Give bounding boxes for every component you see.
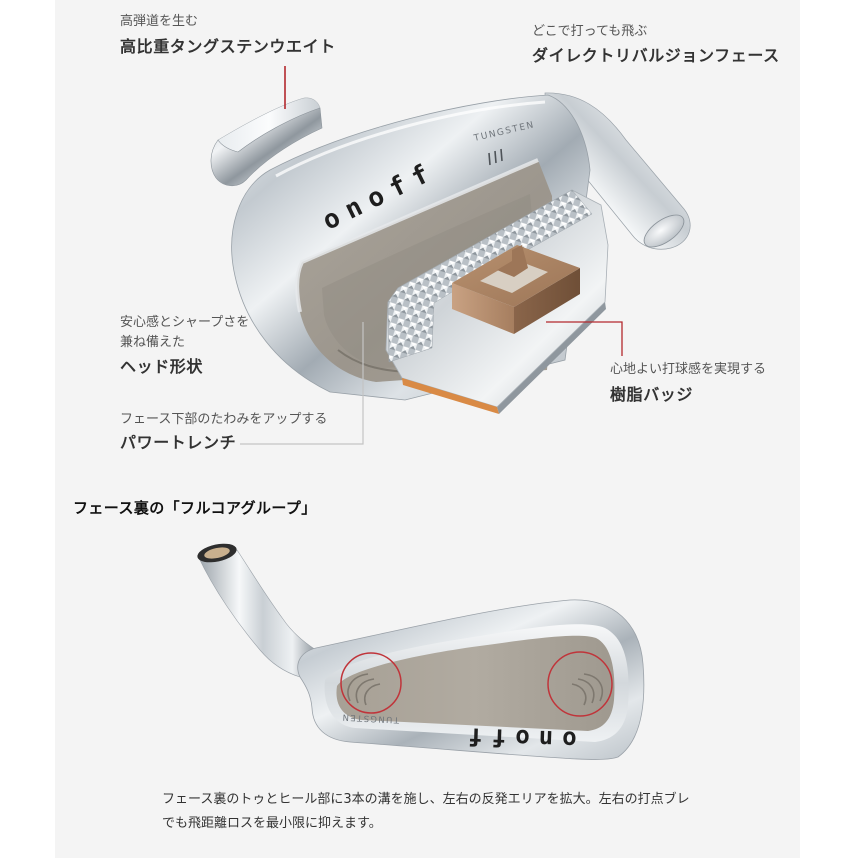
shaft-hosel-bottom bbox=[197, 549, 317, 678]
section-description-line-1: フェース裏のトゥとヒール部に3本の溝を施し、左右の反発エリアを拡大。左右の打点ブ… bbox=[162, 792, 690, 807]
resin-badge-lead: 心地よい打球感を実現する bbox=[610, 362, 767, 377]
toe-highlight-circle bbox=[547, 651, 613, 717]
toe-grooves bbox=[571, 673, 604, 706]
engraving-tungsten-bottom: TUNGSTEN bbox=[341, 711, 400, 724]
heel-highlight-circle bbox=[340, 652, 402, 714]
section-title: フェース裏の「フルコアグループ」 bbox=[73, 499, 317, 517]
cavity-lip-highlight bbox=[295, 158, 539, 313]
hosel-end-cap bbox=[643, 214, 685, 248]
badge-copper-edge bbox=[402, 378, 499, 414]
callout-line-badge bbox=[546, 321, 623, 356]
face-back-view: TUNGSTEN onoff bbox=[197, 543, 645, 760]
topline-highlight bbox=[275, 100, 546, 178]
shaft-bore bbox=[204, 547, 230, 559]
head-shape-lead-line-2: 兼ね備えた bbox=[120, 335, 186, 350]
weight-lead: 高弾道を生む bbox=[120, 14, 199, 29]
head-shape-lead-line-1: 安心感とシャープさを bbox=[120, 315, 250, 330]
face-title: ダイレクトリバルジョンフェース bbox=[532, 46, 780, 65]
insert-block-right-face bbox=[514, 268, 580, 334]
resin-badge bbox=[385, 189, 609, 414]
badge-plate-edge bbox=[497, 302, 606, 414]
insert-block-notch bbox=[497, 245, 528, 277]
tungsten-weight bbox=[210, 97, 323, 187]
badge-insert-block bbox=[452, 245, 580, 334]
heel-grooves bbox=[347, 673, 381, 706]
section-description-line-2: でも飛距離ロスを最小限に抑えます。 bbox=[162, 816, 382, 831]
head-shape-title: ヘッド形状 bbox=[120, 357, 204, 376]
logo-onoff-bottom: onoff bbox=[459, 722, 577, 754]
tungsten-weight-front-face bbox=[210, 107, 323, 187]
resin-badge-title: 樹脂バッジ bbox=[610, 385, 694, 404]
insert-block-left-face bbox=[452, 283, 514, 334]
badge-knurled-frame bbox=[387, 189, 593, 363]
callout-line-trench bbox=[240, 322, 364, 445]
face-lead: どこで打っても飛ぶ bbox=[532, 24, 648, 39]
notch-marks bbox=[488, 148, 503, 166]
face-back-cavity bbox=[336, 635, 615, 731]
exploded-head-view: TUNGSTEN onoff bbox=[210, 92, 691, 414]
power-trench-title: パワートレンチ bbox=[120, 433, 237, 452]
power-trench-lead: フェース下部のたわみをアップする bbox=[120, 412, 328, 427]
weight-title: 高比重タングステンウエイト bbox=[120, 37, 336, 56]
